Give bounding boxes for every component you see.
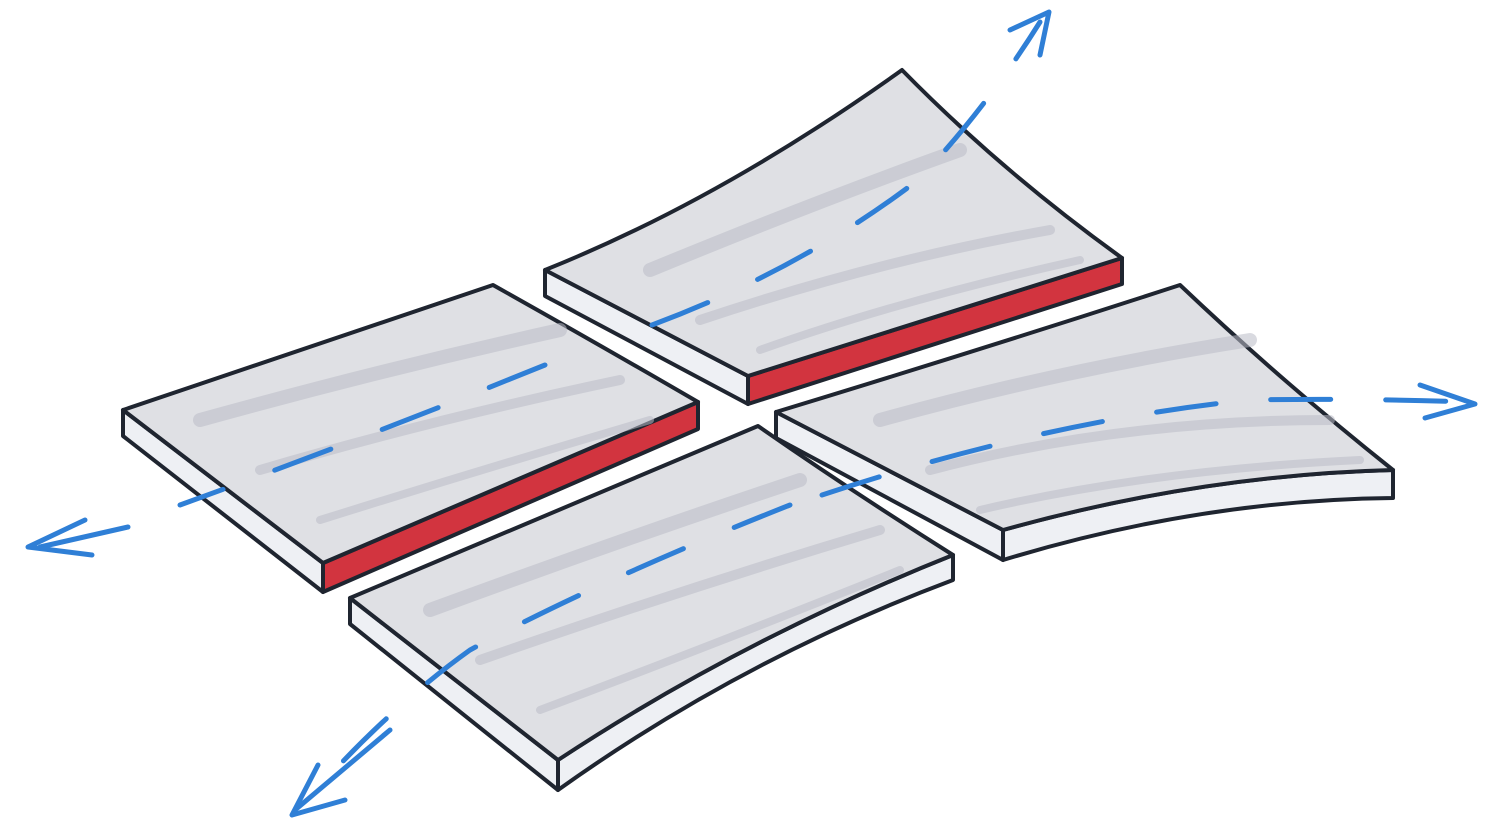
- arrow-up-right: [1010, 12, 1049, 55]
- arrow-left: [28, 520, 128, 555]
- arrow-down-left-shaft: [295, 730, 390, 810]
- arrow-down-left: [292, 730, 390, 815]
- arrow-up-right-head: [1010, 12, 1049, 55]
